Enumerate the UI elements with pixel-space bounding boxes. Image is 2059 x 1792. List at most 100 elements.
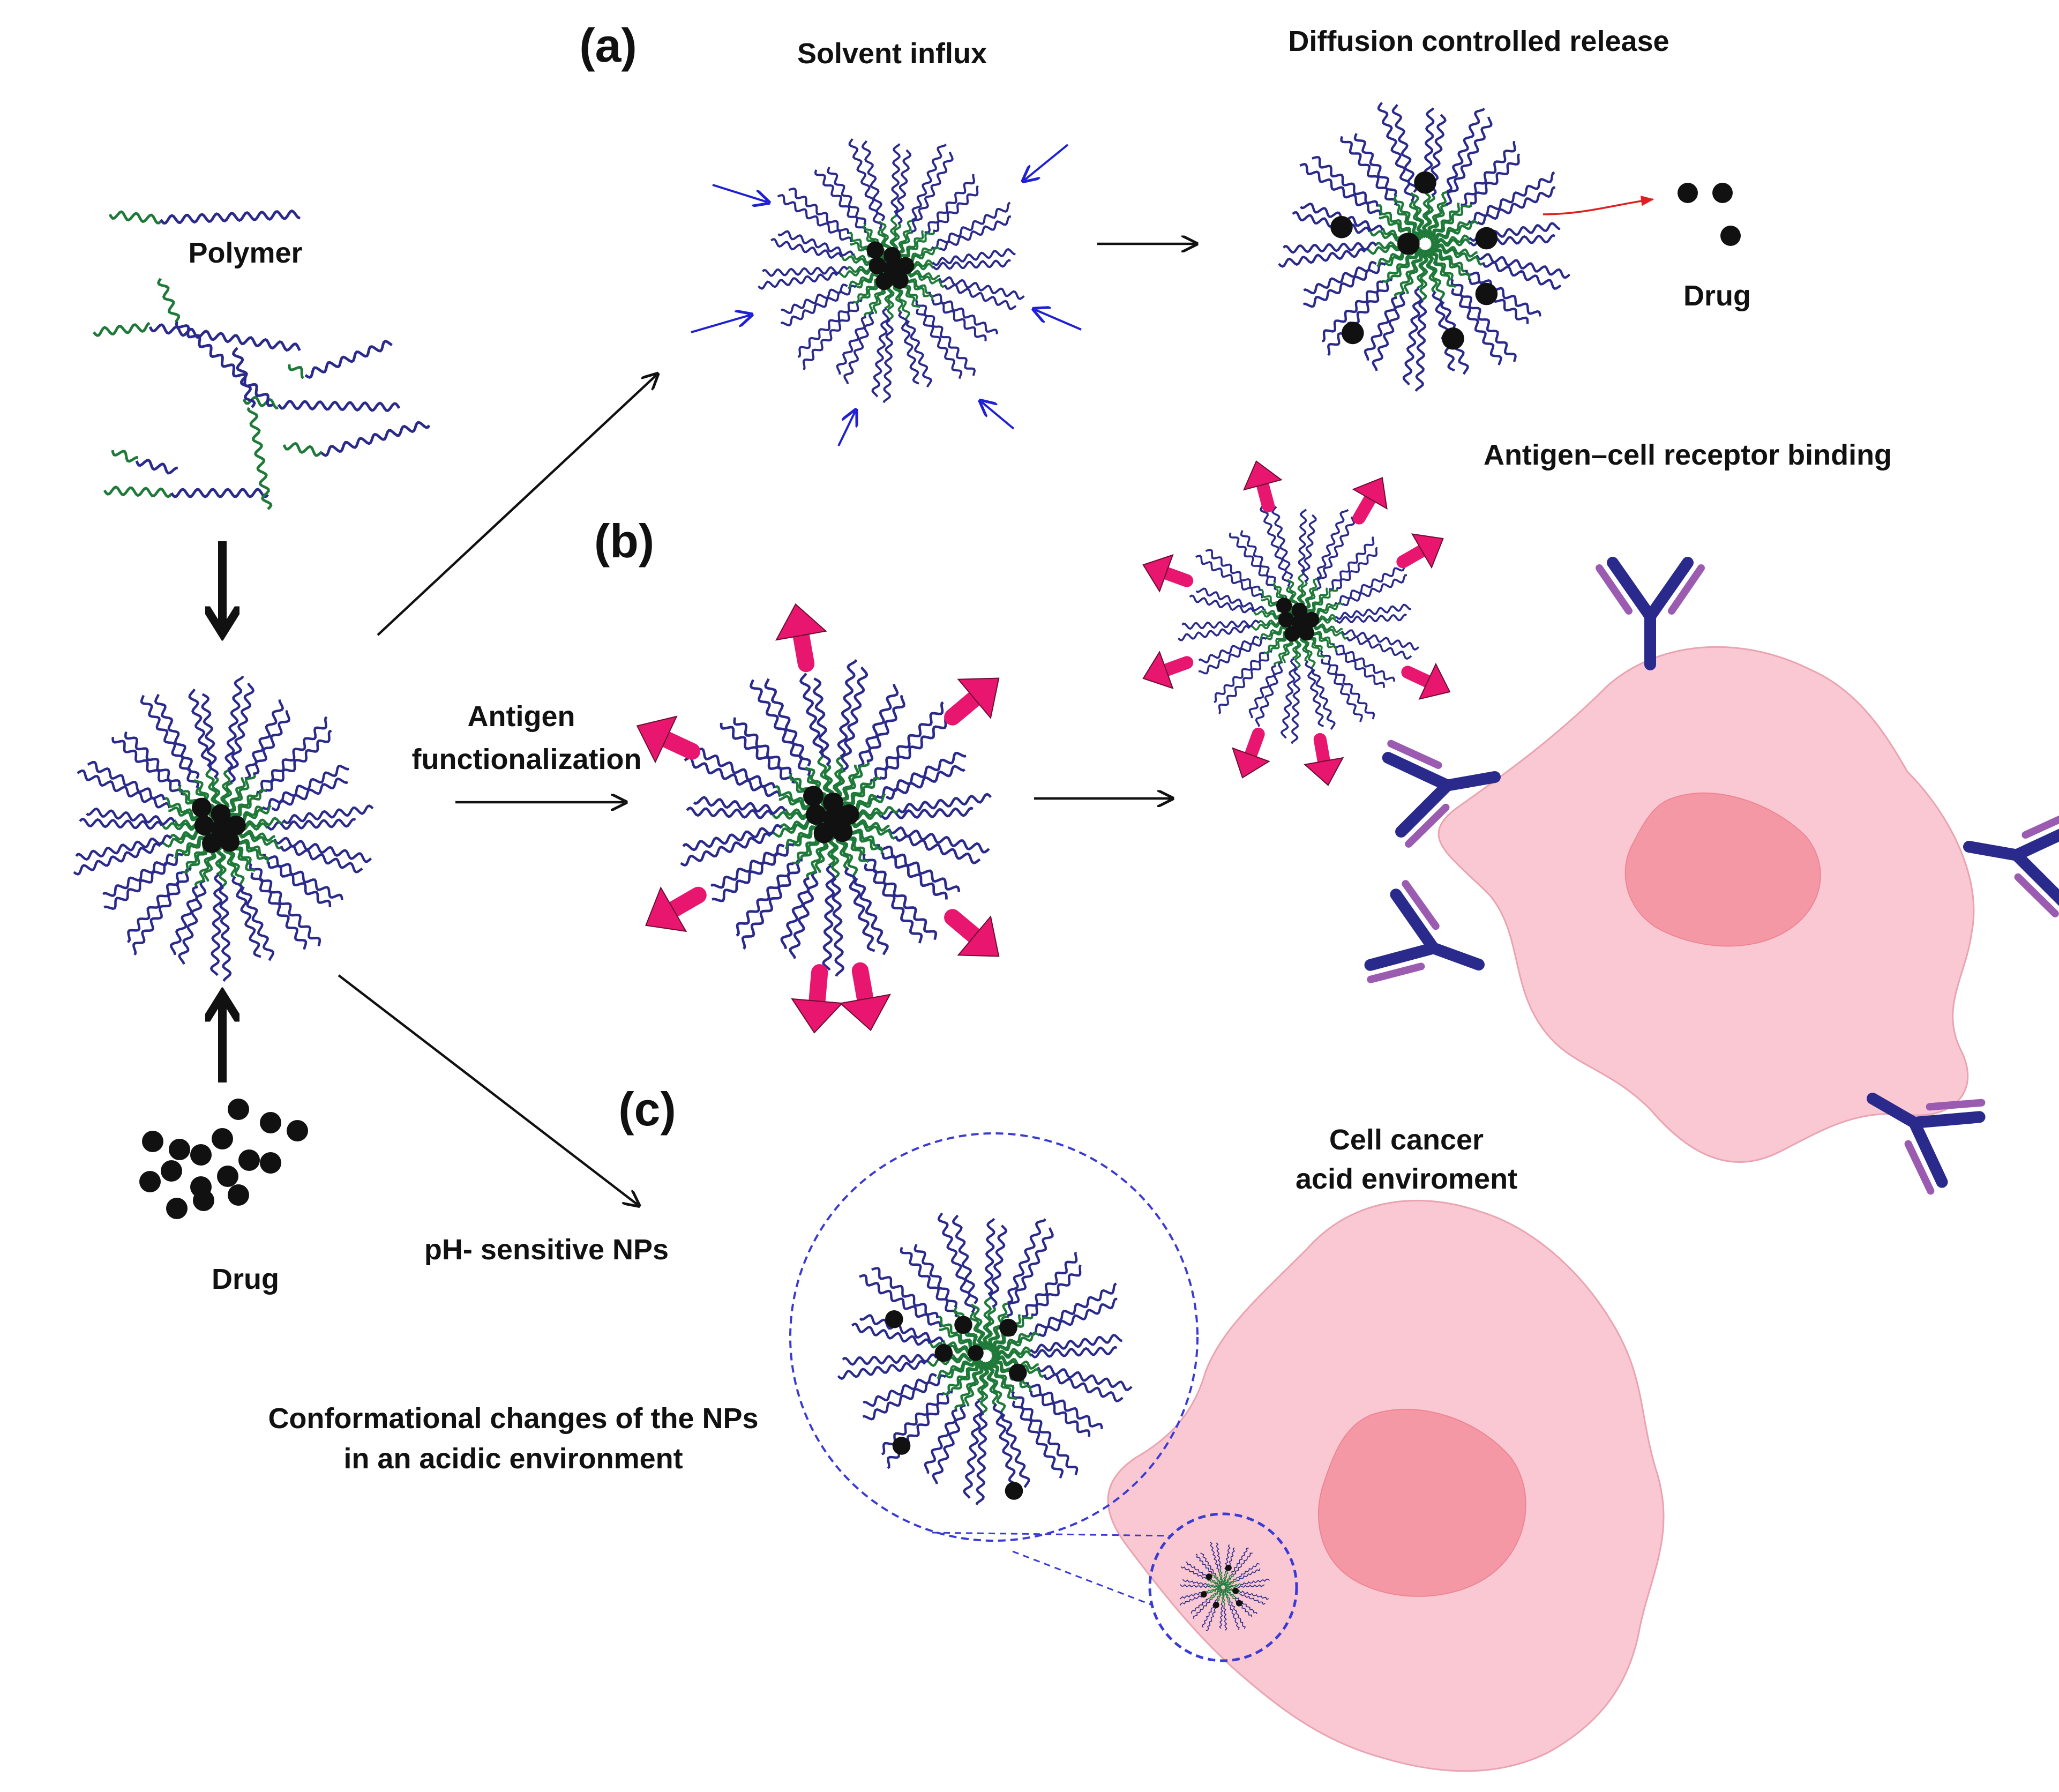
label-drug: Drug <box>212 1263 279 1295</box>
antigen <box>1411 533 1444 569</box>
drug-particle <box>166 1198 188 1219</box>
drug-particle <box>142 1131 163 1152</box>
antigen <box>1352 477 1388 510</box>
drug-particle <box>1212 1602 1219 1608</box>
antigen <box>839 994 891 1032</box>
drug-particle <box>260 1112 281 1133</box>
drug-particle <box>260 1152 281 1174</box>
drug-particle <box>1232 1587 1239 1594</box>
small-micelle-in-cell <box>1179 1542 1270 1632</box>
drug-particle <box>211 804 231 824</box>
drug-particle <box>1291 615 1307 631</box>
label-antigen-functionalization-2: functionalization <box>412 743 642 775</box>
drug-particle <box>1304 611 1320 628</box>
released-drug-particles <box>1678 183 1741 246</box>
drug-particle <box>1284 626 1300 642</box>
drug-particle <box>1225 1564 1232 1571</box>
drug-loaded-micelle <box>73 675 374 982</box>
drug-particle <box>999 1318 1017 1337</box>
drug-particle <box>1442 327 1464 350</box>
label-solvent-influx: Solvent influx <box>797 38 987 70</box>
arrow-to-path-c <box>338 974 638 1205</box>
drug-particle <box>968 1345 984 1361</box>
drug-particle <box>1200 1591 1207 1598</box>
antigen <box>775 603 827 641</box>
drug-particle <box>1414 171 1436 194</box>
free-polymer-chains <box>93 209 431 510</box>
drug-particle <box>805 804 827 825</box>
panel-label-b: (b) <box>594 514 654 568</box>
zoom-circle-small <box>1148 1512 1298 1662</box>
receptor <box>1867 1093 1986 1195</box>
zoomed-conformational-micelle <box>837 1212 1133 1505</box>
drug-particle <box>875 272 893 290</box>
drug-particle <box>883 247 901 265</box>
antigen-functionalized-micelle <box>636 603 1000 1034</box>
drug-particle <box>1342 322 1364 345</box>
free-drug-particles <box>139 1099 308 1219</box>
antigen <box>791 998 844 1034</box>
antigen-binding-micelle <box>1142 460 1451 786</box>
drug-particle <box>1278 611 1294 628</box>
drug-particle <box>838 804 859 825</box>
drug-particle <box>885 1310 903 1328</box>
label-antigen-functionalization-1: Antigen <box>468 700 575 733</box>
label-cell-cancer-2: acid enviroment <box>1296 1163 1517 1195</box>
receptor <box>1364 880 1485 983</box>
drug-particle <box>139 1171 161 1192</box>
drug-particle <box>1005 1482 1023 1500</box>
antigen <box>1242 460 1283 491</box>
cell-nucleus-c <box>1317 1408 1526 1597</box>
label-ph-sensitive: pH- sensitive NPs <box>424 1234 669 1266</box>
drug-particle <box>892 1437 911 1455</box>
drug-particle <box>192 797 212 818</box>
drug-particle <box>212 1128 233 1149</box>
cell-nucleus-b <box>1624 792 1821 947</box>
drug-particle <box>1206 1573 1212 1580</box>
drug-particle <box>238 1149 260 1171</box>
drug-particle <box>1475 282 1498 305</box>
diffusion-release-micelle <box>1278 102 1571 392</box>
antigen <box>1142 651 1174 689</box>
antigen <box>645 886 687 932</box>
drug-particle <box>1330 216 1353 238</box>
drug-particle <box>1397 233 1420 255</box>
zoom-callout <box>789 1132 1298 1662</box>
drug-particle <box>1475 227 1498 250</box>
antigen <box>1232 747 1270 779</box>
drug-particle <box>193 1190 214 1211</box>
antigen <box>1304 757 1344 786</box>
drug-particle <box>813 823 834 843</box>
drug-particle <box>1291 602 1307 618</box>
drug-particle <box>896 257 915 274</box>
drug-particle <box>194 815 214 835</box>
drug-particle <box>883 260 901 278</box>
process-arrows <box>222 195 1654 1205</box>
receptor <box>1382 740 1501 848</box>
receptors <box>1364 557 2059 1195</box>
drug-particle <box>1678 183 1698 203</box>
antigen <box>636 715 678 764</box>
drug-particle <box>161 1160 182 1182</box>
drug-particle <box>211 819 231 839</box>
drug-particle <box>822 808 844 829</box>
arrow-drug-release <box>1543 195 1654 215</box>
panel-label-a: (a) <box>579 19 637 72</box>
receptor <box>1963 809 2059 917</box>
label-polymer: Polymer <box>188 237 302 269</box>
drug-particle <box>1712 183 1733 203</box>
receptor <box>1596 557 1705 670</box>
label-conformational-2: in an acidic environment <box>343 1443 683 1475</box>
drug-particle <box>866 241 884 259</box>
drug-particle <box>934 1343 953 1362</box>
drug-particle <box>803 786 824 807</box>
drug-particle <box>1276 598 1292 614</box>
label-diffusion-release: Diffusion controlled release <box>1288 25 1669 57</box>
label-conformational-1: Conformational changes of the NPs <box>268 1402 758 1435</box>
drug-particle <box>228 1099 249 1120</box>
drug-particle <box>1009 1363 1027 1382</box>
drug-particle <box>822 792 844 813</box>
antigen <box>1142 554 1174 593</box>
drug-particle <box>228 1184 249 1206</box>
